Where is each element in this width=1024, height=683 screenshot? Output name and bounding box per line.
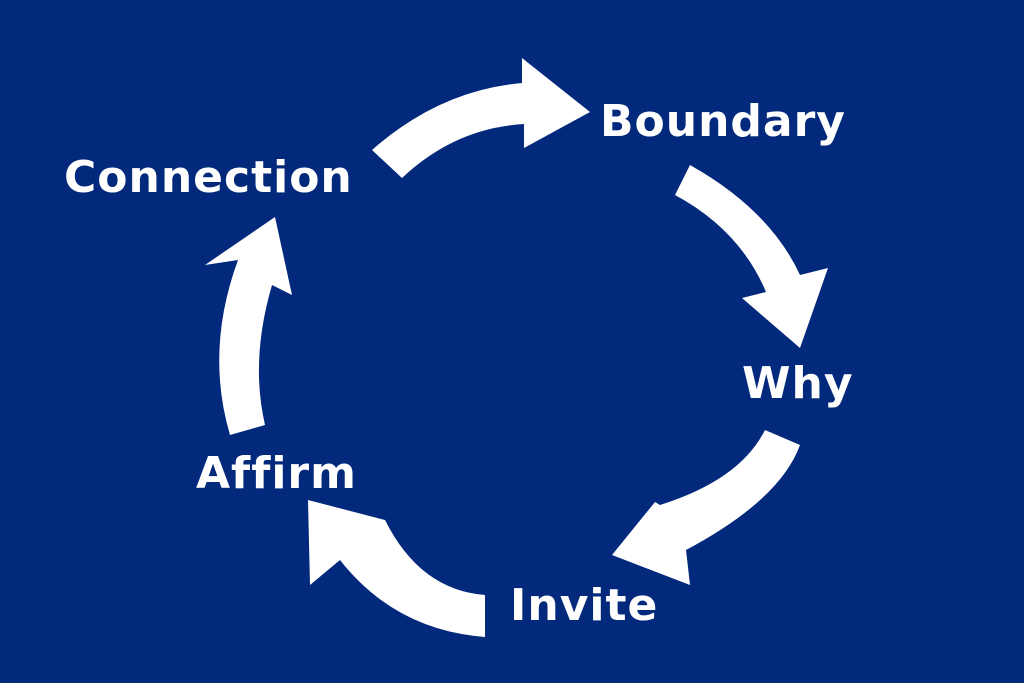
arrow-why-to-invite — [612, 430, 800, 585]
step-affirm: Affirm — [196, 448, 357, 499]
arrow-connection-to-boundary — [372, 58, 590, 178]
arrow-boundary-to-why — [675, 165, 828, 348]
step-connection: Connection — [64, 152, 353, 203]
arrow-affirm-to-connection — [205, 217, 292, 435]
step-invite: Invite — [510, 580, 659, 631]
step-why: Why — [742, 358, 854, 409]
arrow-invite-to-affirm — [308, 500, 485, 637]
step-boundary: Boundary — [600, 96, 846, 147]
